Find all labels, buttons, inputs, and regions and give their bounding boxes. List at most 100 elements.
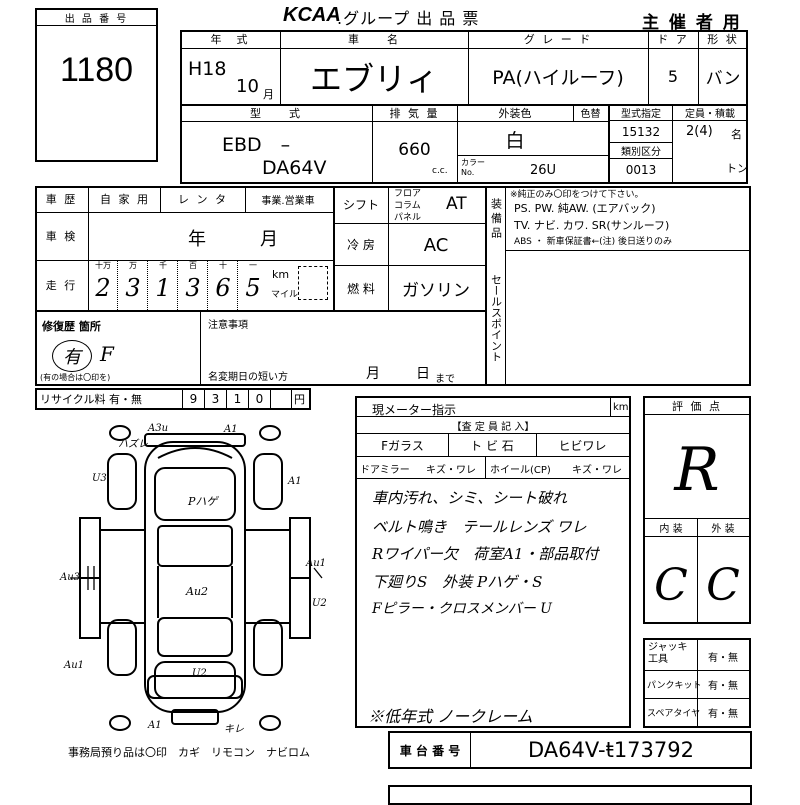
color-label: 外装色: [498, 106, 532, 120]
chassis-value: DA64V-ŧ173792: [527, 738, 694, 762]
diagram-mark-u3: U3: [92, 473, 107, 484]
fuel-label: 燃 料: [347, 281, 375, 296]
meter-unit: km: [613, 402, 629, 413]
equipment-box: [643, 638, 751, 728]
inspector-notes-box: [355, 396, 631, 728]
shift-option-column[interactable]: コラム: [394, 201, 421, 211]
doors-value: 5: [667, 66, 679, 86]
puncture-label: パンクキット: [647, 681, 702, 691]
shape-value: バン: [705, 68, 741, 89]
displacement-value: 660: [398, 140, 431, 160]
name-change-label: 名変期日の短い方: [208, 372, 288, 383]
color-no-value: 26U: [530, 163, 557, 178]
check-wheel[interactable]: ホイール(CP): [490, 465, 551, 476]
ton-unit: トン: [726, 162, 748, 175]
shift-option-floor[interactable]: フロア: [394, 189, 422, 199]
check-fglass[interactable]: Fガラス: [381, 438, 424, 453]
model-code: DA64V: [262, 157, 327, 179]
inspector-label: 【査 定 員 記 入】: [451, 421, 535, 433]
meter-label: 現メーター指示: [372, 403, 457, 417]
history-option-private[interactable]: 自 家 用: [100, 193, 150, 206]
lot-number-label: 出 品 番 号: [37, 10, 156, 26]
check-door-mirror[interactable]: ドアミラー: [360, 465, 410, 476]
inspection-month: 月: [260, 229, 278, 250]
note-line-1: 車内汚れ、シミ、シート破れ: [372, 489, 568, 507]
mileage-check-box[interactable]: [298, 266, 328, 300]
name-change-day: 日: [416, 366, 430, 382]
inspection-year: 年: [188, 229, 206, 250]
diagram-mark-a1-top: A1: [224, 424, 238, 435]
interior-label: 内 装: [659, 524, 683, 535]
car-damage-diagram: [70, 425, 323, 731]
equip-line-1: PS. PW. 純AW. (エアバック): [514, 202, 656, 215]
diagram-mark-au3: Au3: [60, 572, 81, 583]
type-spec-label: 型式指定: [621, 108, 661, 120]
car-name: エブリィ: [309, 60, 438, 98]
grade-value: PA(ハイルーフ): [492, 66, 624, 89]
color-no-label: カラー No.: [461, 158, 485, 177]
diagram-mark-u2-bottom: U2: [192, 668, 207, 679]
capacity-value: 2(4): [686, 124, 713, 139]
repair-label: 修復歴 箇所: [42, 320, 101, 333]
mileage-unit-mile: マイル: [271, 290, 299, 300]
history-table: [35, 186, 751, 386]
office-note: 事務局預り品は〇印 カギ リモコン ナビロム: [68, 746, 310, 759]
jack-option[interactable]: 有・無: [708, 652, 738, 664]
spare-option[interactable]: 有・無: [708, 709, 738, 720]
spare-label: スペアタイヤ: [647, 709, 701, 719]
note-line-3: Rワイパー欠 荷室A1・部品取付: [372, 545, 599, 563]
chassis-number-box: [388, 731, 752, 769]
model-prefix: EBD –: [222, 134, 291, 156]
check-mirror-damage[interactable]: キズ・ワレ: [426, 465, 476, 476]
check-tobiishi[interactable]: ト ビ 石: [470, 438, 514, 453]
note-line-2: ベルト鳴き テールレンズ ワレ: [372, 518, 587, 536]
displacement-unit: c.c.: [432, 166, 448, 176]
capacity-label: 定員・積載: [685, 108, 735, 120]
diagram-mark-kire: キレ: [224, 724, 244, 735]
class-label: 類別区分: [621, 147, 661, 158]
diagram-mark-au1-right: Au1: [306, 558, 327, 569]
exterior-label: 外 装: [711, 524, 735, 535]
repair-mark: F: [100, 342, 114, 366]
equip-line-2: TV. ナビ. カワ. SR(サンルーフ): [514, 219, 670, 232]
shift-label: シフト: [342, 197, 379, 212]
check-hibiware[interactable]: ヒビワレ: [558, 438, 607, 453]
recycle-digit: 9: [182, 390, 204, 408]
diagram-mark-phage: Pハゲ: [188, 495, 218, 508]
recycle-unit: 円: [294, 393, 305, 406]
history-option-rental[interactable]: レ ン タ: [178, 193, 228, 206]
puncture-option[interactable]: 有・無: [708, 681, 738, 692]
history-option-business[interactable]: 事業.営業車: [261, 195, 315, 207]
name-change-until: まで: [435, 374, 455, 385]
check-wheel-damage[interactable]: キズ・ワレ: [572, 465, 622, 476]
jack-label: ジャッキ工具: [648, 642, 688, 665]
chassis-label: 車 台 番 号: [399, 743, 461, 758]
repaint-label: 色替: [580, 109, 601, 120]
recycle-digit: 1: [226, 390, 248, 408]
page-title: .グループ 出 品 票: [337, 9, 480, 28]
repair-value: 有: [52, 340, 92, 372]
fuel-value: ガソリン: [402, 280, 470, 301]
car-name-label: 車 名: [348, 33, 400, 46]
shape-label: 形 状: [707, 33, 739, 46]
diagram-mark-a1-bottom: A1: [148, 720, 162, 731]
doors-label: ド ア: [657, 33, 689, 46]
inspection-label: 車 検: [45, 230, 78, 243]
equip-label: 装 備 品: [489, 198, 503, 238]
grade-label: グ レ ー ド: [523, 33, 593, 46]
recycle-digit: 3: [204, 390, 226, 408]
history-label: 車 歴: [45, 193, 78, 206]
displacement-label: 排 気 量: [389, 106, 440, 120]
recycle-digit-blank: [270, 390, 292, 408]
shift-option-panel[interactable]: パネル: [394, 213, 422, 223]
sales-point-label: セールスポイント: [489, 273, 503, 362]
evaluation-label: 評 価 点: [672, 400, 722, 413]
bottom-partial-box: [388, 785, 752, 805]
overall-grade: R: [674, 435, 720, 505]
brand-logo: KCAA: [283, 4, 341, 26]
year-value: H18: [188, 58, 227, 80]
